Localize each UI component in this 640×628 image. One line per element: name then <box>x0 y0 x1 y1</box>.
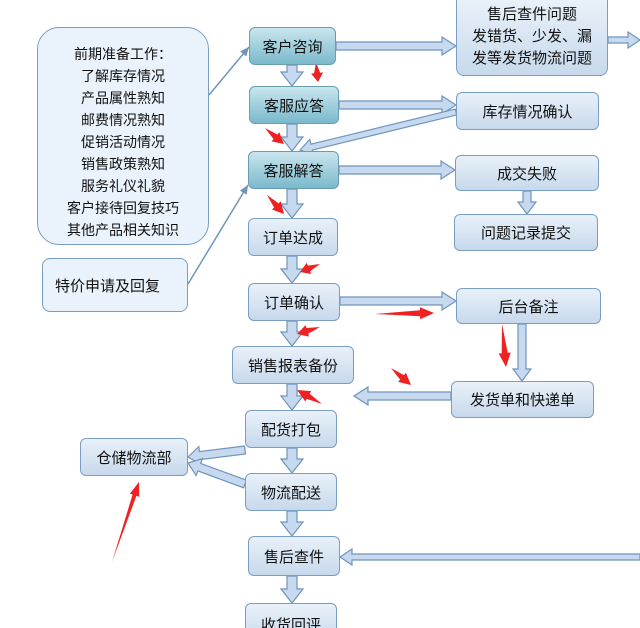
flow-arrow <box>279 255 305 284</box>
prep-item: 服务礼仪礼貌 <box>81 179 165 195</box>
flow-arrow <box>279 188 305 219</box>
step-sales-report-backup: 销售报表备份 <box>232 346 354 384</box>
step-customer-inquiry: 客户咨询 <box>249 27 336 65</box>
step-receipt-review: 收货回评 <box>245 603 337 628</box>
red-mark-arrow <box>297 325 320 337</box>
step-order-confirm: 订单确认 <box>248 283 340 321</box>
arrow-to-failed <box>338 159 457 181</box>
red-mark-arrow <box>112 482 140 562</box>
red-mark-arrow <box>297 390 322 404</box>
step-order-reached: 订单达成 <box>248 218 338 256</box>
prep-item: 客户接待回复技巧 <box>67 201 179 217</box>
issue-line: 发等发货物流问题 <box>471 49 592 67</box>
prep-work-box: 前期准备工作： 了解库存情况 产品属性熟知 邮费情况熟知 促销活动情况 销售政策… <box>37 27 209 245</box>
step-logistics: 物流配送 <box>245 473 337 511</box>
red-mark-arrow <box>265 128 284 144</box>
red-mark-arrow <box>375 307 434 320</box>
arrow-issues-out <box>607 30 640 50</box>
red-mark-arrow <box>311 62 324 82</box>
arrow-to-backend <box>339 290 458 312</box>
deal-failed-box: 成交失败 <box>455 155 599 191</box>
step-cs-response: 客服应答 <box>249 86 339 124</box>
flow-arrow <box>279 575 305 604</box>
prep-item: 产品属性熟知 <box>81 91 165 107</box>
prep-item: 邮费情况熟知 <box>81 113 165 129</box>
arrow-to-issues <box>335 35 458 57</box>
flow-arrow <box>279 64 305 87</box>
after-sales-issues-box: 售后查件问题 发错货、少发、漏 发等发货物流问题 <box>456 0 608 76</box>
red-mark-arrow <box>391 368 411 385</box>
arrow-ship-to-report <box>352 385 452 407</box>
flow-arrow <box>279 447 305 474</box>
connector-special <box>187 184 249 285</box>
issue-line: 售后查件问题 <box>486 5 577 23</box>
prep-item: 销售政策熟知 <box>81 157 165 173</box>
flow-arrow <box>279 383 305 411</box>
flow-arrow <box>279 123 305 152</box>
prep-item: 了解库存情况 <box>81 69 165 85</box>
red-mark-arrow <box>498 324 511 367</box>
red-mark-arrow <box>267 195 284 214</box>
prep-item: 其他产品相关知识 <box>67 223 179 239</box>
prep-title: 前期准备工作： <box>74 47 172 63</box>
prep-item: 促销活动情况 <box>81 135 165 151</box>
step-packing: 配货打包 <box>245 410 337 448</box>
arrow-failed-to-record <box>516 190 538 215</box>
issue-line: 发错货、少发、漏 <box>471 27 592 45</box>
shipping-docs-box: 发货单和快递单 <box>451 381 594 418</box>
warehouse-logistics-box: 仓储物流部 <box>80 438 188 476</box>
step-cs-answer: 客服解答 <box>248 151 339 189</box>
connector-prep <box>208 46 250 96</box>
flow-arrow <box>279 510 305 537</box>
arrow-logistics-to-warehouse <box>187 457 248 489</box>
stock-check-box: 库存情况确认 <box>456 92 599 130</box>
special-price-box: 特价申请及回复 <box>42 258 188 312</box>
step-after-sales-check: 售后查件 <box>248 536 340 576</box>
issue-record-box: 问题记录提交 <box>454 214 598 251</box>
arrow-backend-to-ship <box>511 323 533 382</box>
arrow-to-stock <box>338 94 458 116</box>
arrow-return-to-check <box>338 547 640 567</box>
backend-note-box: 后台备注 <box>456 288 601 324</box>
red-mark-arrow <box>300 262 320 274</box>
flow-arrow <box>279 320 305 347</box>
